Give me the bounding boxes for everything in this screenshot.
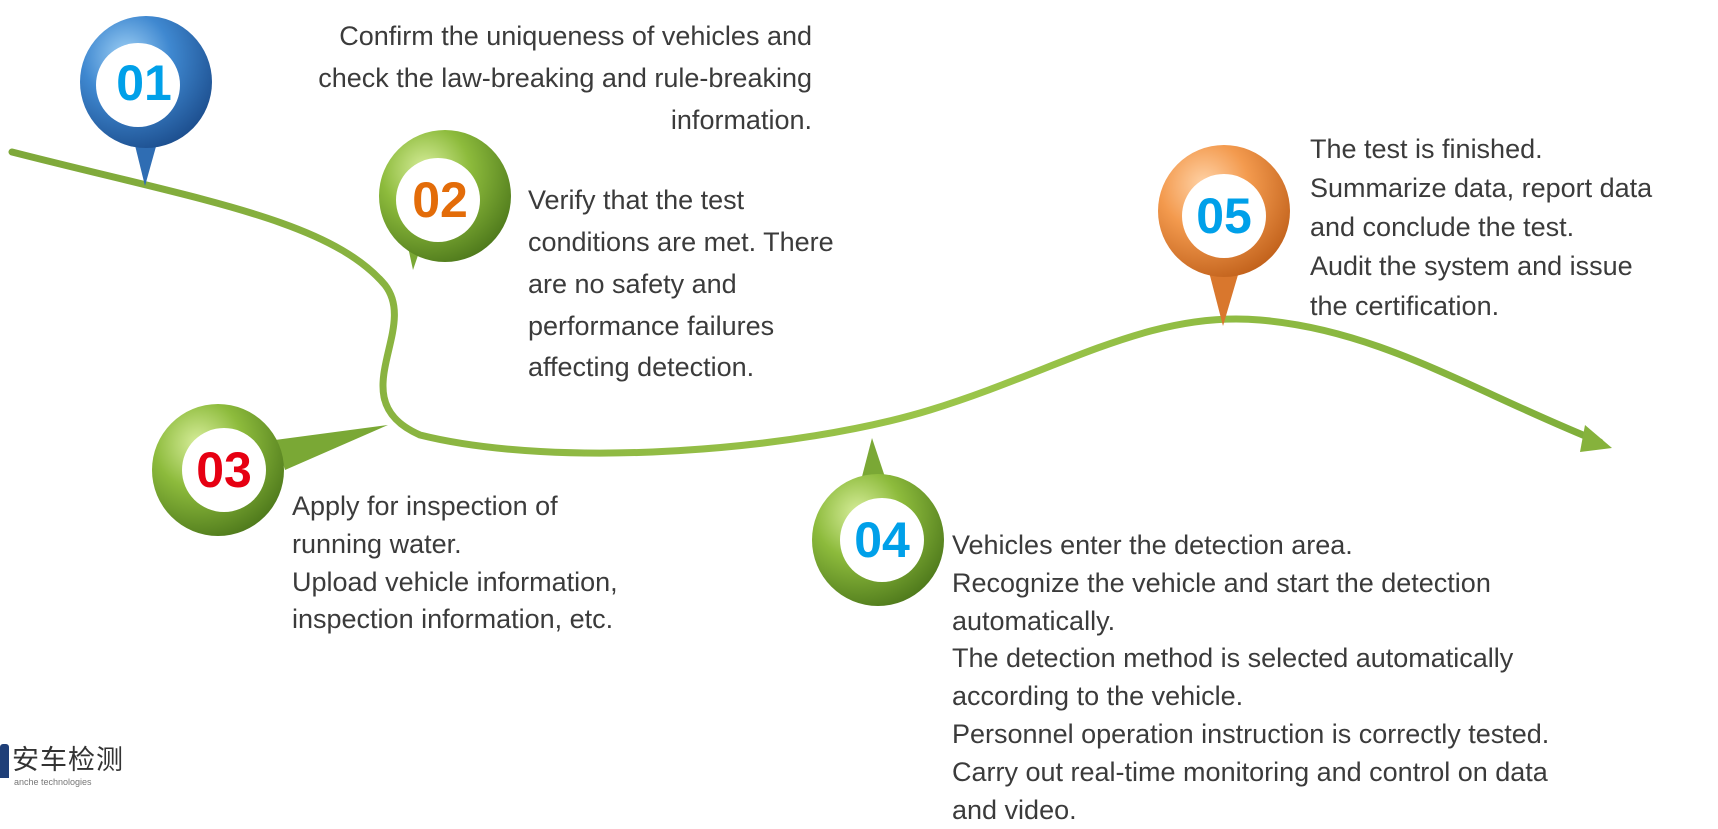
logo-mark-icon (0, 744, 9, 778)
path-arrowhead (1580, 425, 1612, 452)
step-number-04: 04 (854, 512, 910, 568)
pin-01 (80, 16, 212, 186)
step-text-05: The test is finished. Summarize data, re… (1310, 134, 1653, 321)
company-logo: 安车检测 anche technologies (0, 738, 140, 798)
step-text-03: Apply for inspection of running water. U… (292, 491, 618, 635)
process-path (8, 148, 1604, 457)
pin-03 (152, 404, 388, 536)
logo-name-en: anche technologies (14, 777, 92, 787)
pin-05 (1158, 145, 1290, 326)
logo-name-cn: 安车检测 (12, 745, 124, 776)
step-number-01: 01 (116, 55, 172, 111)
step-text-02: Verify that the test conditions are met.… (528, 185, 834, 383)
step-text-01: Confirm the uniqueness of vehicles and c… (318, 21, 812, 135)
step-text-04: Vehicles enter the detection area. Recog… (952, 530, 1550, 825)
step-number-05: 05 (1196, 188, 1252, 244)
step-number-02: 02 (412, 172, 468, 228)
step-number-03: 03 (196, 442, 252, 498)
pin-04 (812, 438, 944, 606)
pin-02 (379, 130, 511, 270)
